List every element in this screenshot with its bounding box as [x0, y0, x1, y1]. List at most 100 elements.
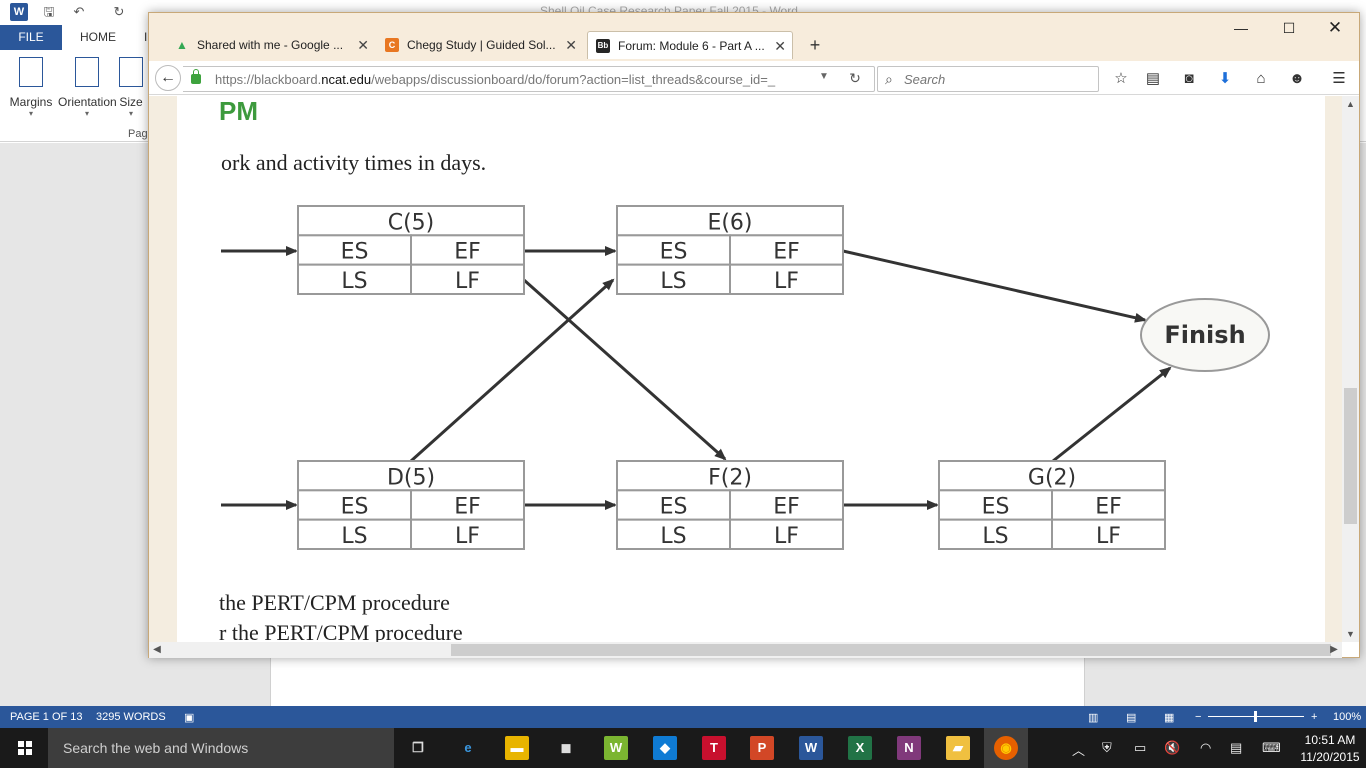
chevron-down-icon: ▾ [84, 109, 89, 118]
tab-label: Shared with me - Google ... [197, 38, 344, 52]
size-icon [119, 57, 143, 87]
size-button[interactable]: Size ▾ [114, 54, 148, 124]
tab-blackboard-forum[interactable]: Bb Forum: Module 6 - Part A ... ✕ [587, 31, 793, 59]
taskbar-app-task-view[interactable]: ❐ [406, 736, 430, 760]
tab-google-drive[interactable]: ▲ Shared with me - Google ... ✕ [167, 31, 375, 59]
lock-icon[interactable] [191, 69, 201, 84]
taskbar-app-store[interactable]: ◼ [554, 736, 578, 760]
taskbar-app-file-explorer[interactable]: ▬ [505, 736, 529, 760]
node-title: G(2) [1028, 465, 1076, 490]
home-icon[interactable]: ⌂ [1256, 70, 1266, 87]
keyboard-icon[interactable]: ⌨ [1262, 740, 1281, 755]
url-text[interactable]: https://blackboard.ncat.edu/webapps/disc… [215, 72, 815, 87]
taskbar-app-edge[interactable]: e [456, 736, 480, 760]
orientation-button[interactable]: Orientation ▾ [58, 54, 117, 124]
node-cell [616, 518, 731, 550]
zoom-in-button[interactable]: + [1311, 711, 1318, 723]
node-cell [729, 263, 844, 296]
node-cell [616, 460, 844, 492]
taskbar-app-word[interactable]: W [799, 736, 823, 760]
hello-chat-icon[interactable]: ☻ [1289, 70, 1305, 87]
margins-button[interactable]: Margins ▾ [2, 54, 60, 124]
minimize-button[interactable]: — [1234, 20, 1248, 36]
save-icon[interactable]: 🖫 [43, 4, 55, 19]
node-title: D(5) [387, 465, 435, 490]
horizontal-scroll-thumb[interactable] [451, 644, 1331, 656]
search-input[interactable] [904, 70, 1094, 88]
wifi-icon[interactable]: ◠ [1200, 740, 1212, 755]
reload-icon[interactable]: ↻ [849, 70, 861, 86]
url-history-dropdown-icon[interactable]: ▼ [819, 71, 829, 82]
diagram-edges [221, 246, 1172, 510]
taskbar-app-dropbox[interactable]: ◆ [653, 736, 677, 760]
battery-icon[interactable]: ▭ [1134, 740, 1147, 755]
proofing-icon[interactable]: ▣ [184, 712, 195, 724]
cortana-search-box[interactable]: Search the web and Windows [48, 728, 394, 768]
volume-muted-icon[interactable]: 🔇 [1164, 740, 1181, 755]
node-ls-label: LS [660, 269, 686, 294]
word-count[interactable]: 3295 WORDS [96, 711, 166, 723]
url-bar[interactable]: https://blackboard.ncat.edu/webapps/disc… [183, 66, 875, 92]
read-mode-icon[interactable]: ▥ [1088, 712, 1099, 724]
undo-icon[interactable]: ↶ [73, 4, 85, 19]
start-button[interactable] [0, 728, 48, 768]
pocket-icon[interactable]: ◙ [1184, 70, 1194, 87]
zoom-slider-thumb[interactable] [1254, 711, 1257, 722]
clock-date[interactable]: 11/20/2015 [1300, 750, 1360, 764]
web-layout-icon[interactable]: ▦ [1164, 712, 1175, 724]
section-heading: PM [219, 96, 258, 126]
scroll-right-icon[interactable]: ▶ [1330, 644, 1338, 655]
scroll-down-icon[interactable]: ▼ [1346, 629, 1355, 639]
tab-insert[interactable]: I [144, 30, 148, 44]
redo-icon[interactable]: ↻ [113, 4, 125, 19]
close-window-button[interactable]: ✕ [1327, 18, 1343, 37]
horizontal-scrollbar[interactable]: ◀ ▶ [149, 642, 1342, 658]
finish-node: Finish [1140, 298, 1270, 372]
vertical-scroll-thumb[interactable] [1344, 388, 1357, 524]
bookmark-star-icon[interactable]: ☆ [1114, 70, 1128, 87]
security-icon[interactable]: ⛨ [1102, 740, 1112, 755]
maximize-button[interactable]: ☐ [1282, 20, 1296, 36]
dependency-arrow [1052, 366, 1172, 463]
vertical-scrollbar[interactable]: ▲ ▼ [1342, 96, 1359, 642]
taskbar-app-excel[interactable]: X [848, 736, 872, 760]
menu-icon[interactable]: ☰ [1332, 70, 1346, 87]
size-label: Size [119, 95, 143, 109]
reading-list-icon[interactable]: ▤ [1145, 70, 1161, 87]
page-count[interactable]: PAGE 1 OF 13 [10, 711, 83, 723]
taskbar-app-firefox[interactable]: ◉ [994, 736, 1018, 760]
close-tab-icon[interactable]: ✕ [565, 37, 577, 53]
download-icon[interactable]: ⬇ [1218, 70, 1232, 87]
print-layout-icon[interactable]: ▤ [1126, 712, 1137, 724]
clock-time[interactable]: 10:51 AM [1304, 733, 1356, 747]
tab-home[interactable]: HOME [80, 30, 116, 44]
zoom-out-button[interactable]: − [1195, 711, 1202, 723]
tab-file[interactable]: FILE [0, 25, 62, 50]
taskbar-app-t-app[interactable]: T [702, 736, 726, 760]
zoom-level[interactable]: 100% [1333, 711, 1362, 723]
margins-label: Margins [9, 95, 53, 109]
url-prefix: https://blackboard. [215, 72, 322, 87]
finish-ellipse [1140, 298, 1270, 372]
taskbar-app-powerpoint[interactable]: P [750, 736, 774, 760]
taskbar-app-wacom[interactable]: W [604, 736, 628, 760]
tab-chegg[interactable]: C Chegg Study | Guided Sol... ✕ [377, 31, 583, 59]
back-button[interactable]: ← [155, 65, 181, 91]
node-cell [616, 205, 844, 237]
chevron-down-icon: ▾ [28, 109, 33, 118]
search-bar[interactable]: ⌕ [877, 66, 1099, 92]
node-cell [729, 234, 844, 266]
scroll-up-icon[interactable]: ▲ [1346, 99, 1355, 109]
word-status-bar: PAGE 1 OF 13 3295 WORDS ▣ ▥ ▤ ▦ − + 100% [0, 706, 1366, 728]
taskbar-app-onenote[interactable]: N [897, 736, 921, 760]
close-tab-icon[interactable]: ✕ [357, 37, 369, 53]
action-center-icon[interactable]: ▤ [1230, 740, 1243, 755]
show-hidden-icons-icon[interactable]: ︿ [1072, 743, 1086, 758]
close-tab-icon[interactable]: ✕ [774, 38, 786, 54]
scroll-left-icon[interactable]: ◀ [153, 644, 161, 655]
taskbar-app-folder[interactable]: ▰ [946, 736, 970, 760]
node-es-label: ES [341, 495, 369, 520]
new-tab-button[interactable]: + [809, 35, 821, 55]
